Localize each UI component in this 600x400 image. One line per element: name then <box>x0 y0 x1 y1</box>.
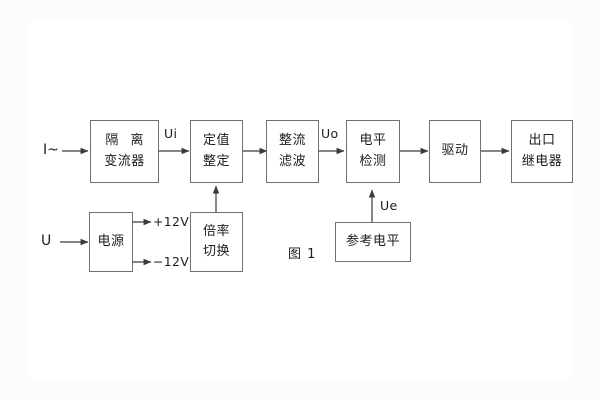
block-rectify-filter[interactable]: 整流 滤波 <box>266 120 319 183</box>
block-setting-value-line2: 整定 <box>202 153 230 169</box>
block-multiplier-switch-line2: 切换 <box>202 244 230 259</box>
signal-label-ue: Ue <box>380 198 398 213</box>
block-power-supply[interactable]: 电源 <box>89 212 133 272</box>
block-level-detection[interactable]: 电平 检测 <box>346 120 400 183</box>
signal-label-rail-negative: −12V <box>153 254 190 269</box>
block-output-relay[interactable]: 出口 继电器 <box>511 120 573 183</box>
block-isolation-transformer[interactable]: 隔 离 变流器 <box>90 120 159 183</box>
figure-caption: 图 1 <box>288 247 317 262</box>
block-rectify-filter-line1: 整流 <box>278 133 306 149</box>
block-drive-line1: 驱动 <box>441 143 469 159</box>
block-level-detection-line2: 检测 <box>359 153 387 169</box>
block-multiplier-switch-line1: 倍率 <box>202 223 230 239</box>
block-power-supply-line1: 电源 <box>97 233 125 249</box>
block-output-relay-line1: 出口 <box>528 133 556 149</box>
block-output-relay-line2: 继电器 <box>521 153 563 169</box>
block-multiplier-switch[interactable]: 倍率 切换 <box>190 212 243 272</box>
signal-label-uo: Uo <box>321 126 339 141</box>
block-level-detection-line1: 电平 <box>359 133 387 149</box>
signal-label-rail-positive: +12V <box>153 214 190 229</box>
block-reference-level[interactable]: 参考电平 <box>335 222 411 262</box>
input-label-voltage: U <box>41 233 52 249</box>
block-isolation-transformer-line2: 变流器 <box>104 153 145 169</box>
input-label-current: I~ <box>43 142 59 158</box>
block-setting-value-line1: 定值 <box>202 133 230 149</box>
block-drive[interactable]: 驱动 <box>429 120 481 183</box>
block-setting-value[interactable]: 定值 整定 <box>190 120 243 183</box>
block-reference-level-line1: 参考电平 <box>345 233 400 249</box>
signal-label-ui: Ui <box>164 126 178 141</box>
diagram-panel <box>28 22 573 378</box>
block-isolation-transformer-line1: 隔 离 <box>105 133 148 149</box>
block-rectify-filter-line2: 滤波 <box>278 153 306 169</box>
